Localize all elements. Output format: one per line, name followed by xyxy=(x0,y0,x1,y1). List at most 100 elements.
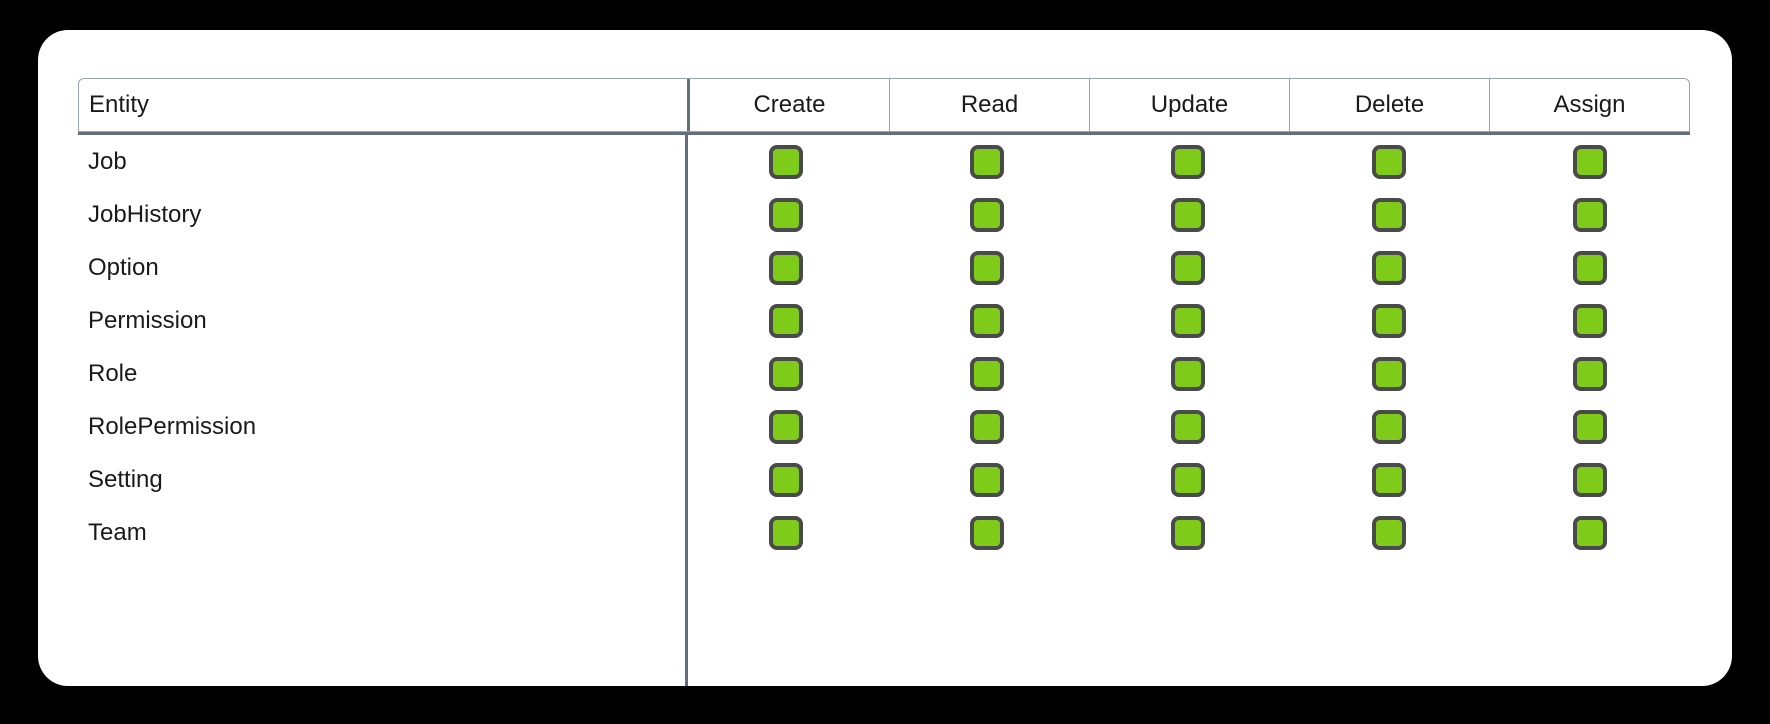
permission-cell-update xyxy=(1088,462,1289,497)
permission-cell-update xyxy=(1088,197,1289,232)
checkbox-checked-icon[interactable] xyxy=(1371,197,1406,232)
checkbox-checked-icon[interactable] xyxy=(1170,197,1205,232)
checkbox-checked-icon[interactable] xyxy=(769,409,804,444)
table-row: JobHistory xyxy=(78,188,1690,241)
checkbox-checked-icon[interactable] xyxy=(970,462,1005,497)
permission-cell-assign xyxy=(1489,515,1690,550)
checkbox-checked-icon[interactable] xyxy=(1371,515,1406,550)
permission-cell-read xyxy=(887,409,1088,444)
checkbox-checked-icon[interactable] xyxy=(1371,303,1406,338)
permission-cell-update xyxy=(1088,356,1289,391)
entity-name-cell: Role xyxy=(88,359,138,387)
entity-name-cell: RolePermission xyxy=(88,412,257,440)
permission-cell-update xyxy=(1088,144,1289,179)
checkbox-checked-icon[interactable] xyxy=(1170,250,1205,285)
checkbox-checked-icon[interactable] xyxy=(769,515,804,550)
checkbox-checked-icon[interactable] xyxy=(970,144,1005,179)
permission-cell-delete xyxy=(1288,356,1489,391)
permission-cell-create xyxy=(686,356,887,391)
checkbox-checked-icon[interactable] xyxy=(970,356,1005,391)
checkbox-checked-icon[interactable] xyxy=(1572,409,1607,444)
checkbox-checked-icon[interactable] xyxy=(1371,250,1406,285)
checkbox-checked-icon[interactable] xyxy=(1371,144,1406,179)
checkbox-checked-icon[interactable] xyxy=(1572,303,1607,338)
checkbox-checked-icon[interactable] xyxy=(769,356,804,391)
table-row: Job xyxy=(78,135,1690,188)
table-row: Option xyxy=(78,241,1690,294)
entity-name-cell: Option xyxy=(88,253,159,281)
checkbox-checked-icon[interactable] xyxy=(1170,144,1205,179)
header-bottom-rule xyxy=(78,132,1690,135)
checkbox-checked-icon[interactable] xyxy=(769,303,804,338)
permission-cell-assign xyxy=(1489,356,1690,391)
permission-cell-delete xyxy=(1288,462,1489,497)
permission-cell-read xyxy=(887,197,1088,232)
permission-cell-read xyxy=(887,303,1088,338)
checkbox-checked-icon[interactable] xyxy=(1371,356,1406,391)
permission-cell-read xyxy=(887,462,1088,497)
permission-cell-create xyxy=(686,250,887,285)
checkbox-checked-icon[interactable] xyxy=(1572,462,1607,497)
column-header-read[interactable]: Read xyxy=(889,79,1089,131)
table-header-row: Entity Create Read Update Delete Assign xyxy=(78,78,1690,132)
permission-cell-delete xyxy=(1288,144,1489,179)
checkbox-checked-icon[interactable] xyxy=(1572,250,1607,285)
checkbox-checked-icon[interactable] xyxy=(1371,409,1406,444)
entity-column-divider xyxy=(685,135,688,686)
checkbox-checked-icon[interactable] xyxy=(1170,303,1205,338)
table-row: Permission xyxy=(78,294,1690,347)
checkbox-checked-icon[interactable] xyxy=(1371,462,1406,497)
permission-cell-update xyxy=(1088,250,1289,285)
permission-cell-update xyxy=(1088,515,1289,550)
permission-cell-assign xyxy=(1489,250,1690,285)
checkbox-checked-icon[interactable] xyxy=(769,250,804,285)
column-header-update[interactable]: Update xyxy=(1089,79,1289,131)
checkbox-checked-icon[interactable] xyxy=(1572,356,1607,391)
entity-name-cell: JobHistory xyxy=(88,200,202,228)
column-header-entity[interactable]: Entity xyxy=(89,91,150,118)
checkbox-checked-icon[interactable] xyxy=(1572,144,1607,179)
permission-cell-delete xyxy=(1288,515,1489,550)
checkbox-checked-icon[interactable] xyxy=(1170,515,1205,550)
checkbox-checked-icon[interactable] xyxy=(769,144,804,179)
permission-cell-create xyxy=(686,303,887,338)
column-header-assign[interactable]: Assign xyxy=(1489,79,1689,131)
permission-cell-read xyxy=(887,356,1088,391)
checkbox-checked-icon[interactable] xyxy=(1170,356,1205,391)
permission-cell-read xyxy=(887,144,1088,179)
permission-cell-create xyxy=(686,197,887,232)
permission-cell-create xyxy=(686,409,887,444)
checkbox-checked-icon[interactable] xyxy=(769,197,804,232)
checkbox-checked-icon[interactable] xyxy=(1572,197,1607,232)
checkbox-checked-icon[interactable] xyxy=(769,462,804,497)
permission-cell-read xyxy=(887,515,1088,550)
checkbox-checked-icon[interactable] xyxy=(1572,515,1607,550)
checkbox-checked-icon[interactable] xyxy=(1170,462,1205,497)
checkbox-checked-icon[interactable] xyxy=(970,303,1005,338)
entity-name-cell: Team xyxy=(88,518,147,546)
permission-cell-update xyxy=(1088,303,1289,338)
permission-cell-assign xyxy=(1489,303,1690,338)
checkbox-checked-icon[interactable] xyxy=(970,250,1005,285)
entity-name-cell: Permission xyxy=(88,306,207,334)
checkbox-checked-icon[interactable] xyxy=(1170,409,1205,444)
checkbox-checked-icon[interactable] xyxy=(970,197,1005,232)
permissions-matrix-table: Entity Create Read Update Delete Assign … xyxy=(78,78,1690,686)
permission-cell-assign xyxy=(1489,409,1690,444)
permission-cell-delete xyxy=(1288,197,1489,232)
permission-cell-assign xyxy=(1489,197,1690,232)
checkbox-checked-icon[interactable] xyxy=(970,409,1005,444)
entity-name-cell: Job xyxy=(88,147,127,175)
checkbox-checked-icon[interactable] xyxy=(970,515,1005,550)
permission-cell-create xyxy=(686,144,887,179)
permission-cell-delete xyxy=(1288,250,1489,285)
column-header-create[interactable]: Create xyxy=(687,79,889,131)
table-row: Setting xyxy=(78,453,1690,506)
permission-cell-delete xyxy=(1288,303,1489,338)
permission-cell-delete xyxy=(1288,409,1489,444)
column-header-delete[interactable]: Delete xyxy=(1289,79,1489,131)
permissions-card: Entity Create Read Update Delete Assign … xyxy=(38,30,1732,686)
entity-name-cell: Setting xyxy=(88,465,163,493)
